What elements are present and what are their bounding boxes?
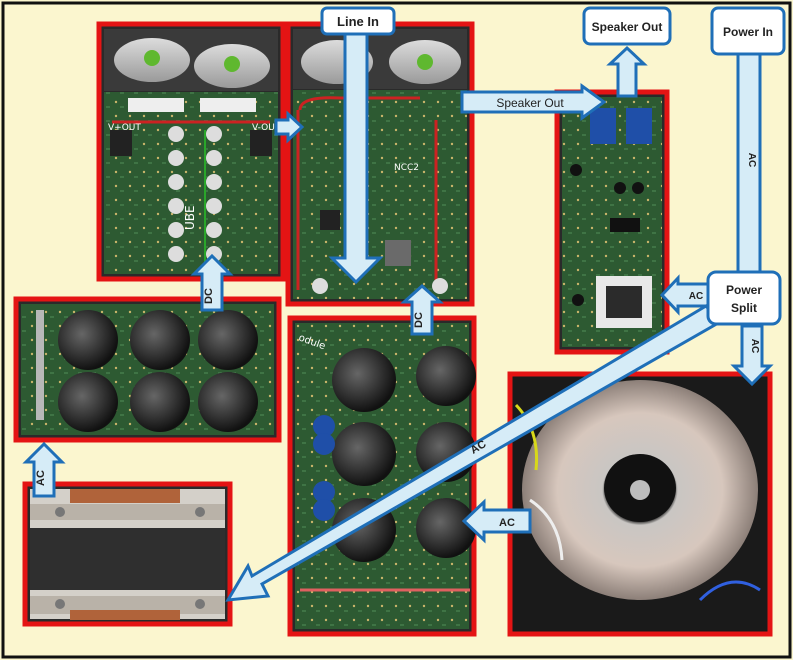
speaker-out-label: Speaker Out [582, 6, 672, 46]
arrow-ac-to-toroid: AC [730, 324, 774, 387]
ube-mark: UBE [183, 205, 197, 230]
power-split-line2: Split [731, 301, 757, 315]
ncc-mark: NCC2 [394, 163, 419, 173]
dc-middle-text: DC [413, 312, 425, 328]
arrow-line-in [328, 28, 384, 285]
line-in-text: Line In [337, 14, 379, 29]
line-in-label: Line In [320, 6, 396, 36]
vout-minus-mark: V-OU [252, 123, 275, 133]
ac-speaker-board-text: AC [689, 291, 703, 302]
ac-left-text: AC [35, 470, 47, 486]
arrow-speaker-out-up [606, 45, 648, 98]
ac-capacitors-text: AC [499, 517, 515, 529]
speaker-out-arrow-text: Speaker Out [496, 96, 564, 110]
ac-power-in-text: AC [746, 153, 757, 167]
ac-toroid-text: AC [749, 339, 760, 353]
arrow-ac-left: AC [22, 441, 66, 498]
toroid-transformer-panel [507, 371, 773, 637]
power-split-line1: Power [726, 283, 762, 297]
ei-transformer-panel [22, 481, 233, 627]
speaker-board-panel [554, 89, 670, 355]
amp-board-right-panel: NCC2 [285, 21, 475, 307]
arrow-ac-diagonal: AC [225, 304, 723, 602]
power-in-text: Power In [723, 25, 773, 39]
dc-left-text: DC [203, 288, 215, 304]
arrow-dc-left: DC [190, 253, 234, 312]
arrow-power-in-ac: AC [736, 50, 762, 278]
power-split-label: Power Split [706, 270, 782, 326]
amp-board-left-panel: V+OUT V-OU UBE [96, 21, 286, 282]
arrow-dc-middle: DC [400, 283, 444, 336]
arrow-ac-to-capacitors: AC [461, 498, 532, 544]
arrow-speaker-out-horizontal: Speaker Out [460, 83, 607, 121]
power-in-label: Power In [710, 6, 786, 56]
arrow-amp-left-to-right [274, 110, 305, 144]
speaker-out-text: Speaker Out [592, 20, 663, 34]
left-capacitor-panel [13, 296, 282, 443]
vout-plus-mark: V+OUT [108, 123, 141, 133]
